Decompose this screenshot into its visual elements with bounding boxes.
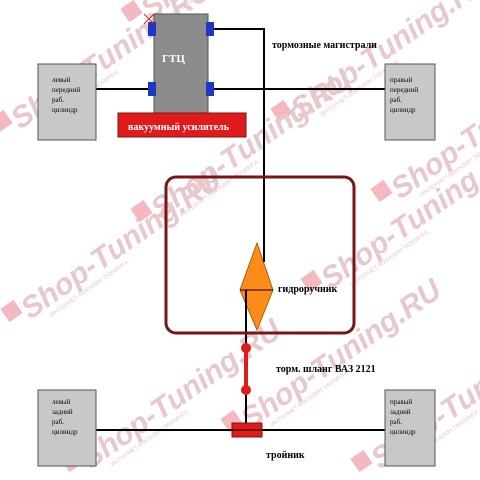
front-left-cylinder: левый передний раб. цилиндр — [37, 63, 97, 141]
master-cylinder-port-top-left — [148, 22, 156, 36]
rear-left-cylinder-line3: раб. — [52, 418, 64, 426]
watermark-square — [270, 99, 293, 123]
brake-line-main-down — [208, 28, 265, 225]
master-cylinder-label: ГТЦ — [162, 53, 185, 65]
rear-left-cylinder-line1: левый — [52, 398, 71, 406]
watermark-square — [370, 179, 393, 203]
brake-hose: торм. шланг ВАЗ 2121 — [241, 343, 376, 395]
watermark-square — [120, 0, 143, 23]
front-left-cylinder-box — [37, 63, 97, 141]
handbrake-diamond — [239, 241, 274, 332]
watermark-square — [350, 449, 373, 473]
front-right-cylinder: правый передний раб. цилиндр — [384, 63, 436, 141]
master-cylinder-port-bottom-right — [206, 82, 214, 96]
vacuum-booster-label: вакуумный усилитель — [128, 122, 230, 133]
front-left-cylinder-line4: цилиндр — [52, 106, 78, 114]
watermark-square — [0, 299, 23, 323]
rear-right-cylinder-line1: правый — [390, 398, 412, 406]
rear-left-cylinder-line2: задний — [52, 408, 73, 416]
rear-left-cylinder-box — [37, 389, 97, 467]
front-right-cylinder-line2: передний — [390, 86, 418, 94]
rear-right-cylinder-line4: цилиндр — [390, 428, 416, 436]
rear-right-cylinder-line3: раб. — [390, 418, 402, 426]
vacuum-booster-body — [117, 112, 247, 138]
front-left-cylinder-line1: левый — [52, 76, 71, 84]
rear-right-cylinder-line2: задний — [390, 408, 411, 416]
brake-hose-fitting-top — [241, 343, 251, 353]
front-right-cylinder-line4: цилиндр — [390, 106, 416, 114]
rear-right-cylinder-box — [384, 389, 436, 467]
tee-label: тройник — [266, 450, 305, 461]
rear-right-cylinder: правый задний раб. цилиндр — [384, 389, 436, 467]
front-right-cylinder-line3: раб. — [390, 96, 402, 104]
watermark-square — [130, 199, 153, 223]
master-cylinder-mark-right — [143, 13, 155, 25]
master-cylinder-body — [153, 13, 209, 115]
rear-left-cylinder: левый задний раб. цилиндр — [37, 389, 97, 467]
front-left-cylinder-line3: раб. — [52, 96, 64, 104]
rear-left-cylinder-line4: цилиндр — [52, 428, 78, 436]
watermark-square — [0, 109, 13, 133]
master-cylinder: ГТЦ — [143, 13, 214, 115]
front-right-cylinder-line1: правый — [390, 76, 412, 84]
brake-hose-label: торм. шланг ВАЗ 2121 — [276, 364, 376, 375]
handbrake-frame — [164, 175, 356, 335]
watermark-square — [300, 269, 323, 293]
vacuum-booster: вакуумный усилитель — [117, 112, 247, 138]
master-cylinder-port-top-right — [206, 22, 214, 36]
hydro-handbrake-label: гидроручник — [278, 284, 338, 295]
front-left-cylinder-line2: передний — [52, 86, 80, 94]
master-cylinder-port-bottom-left — [148, 82, 156, 96]
hydraulic-handbrake: гидроручник — [164, 175, 356, 335]
front-right-cylinder-box — [384, 63, 436, 141]
brake-hose-fitting-bottom — [241, 385, 251, 395]
brake-lines-label: тормозные магистрали — [272, 40, 377, 51]
tee-fitting: тройник — [231, 422, 305, 461]
